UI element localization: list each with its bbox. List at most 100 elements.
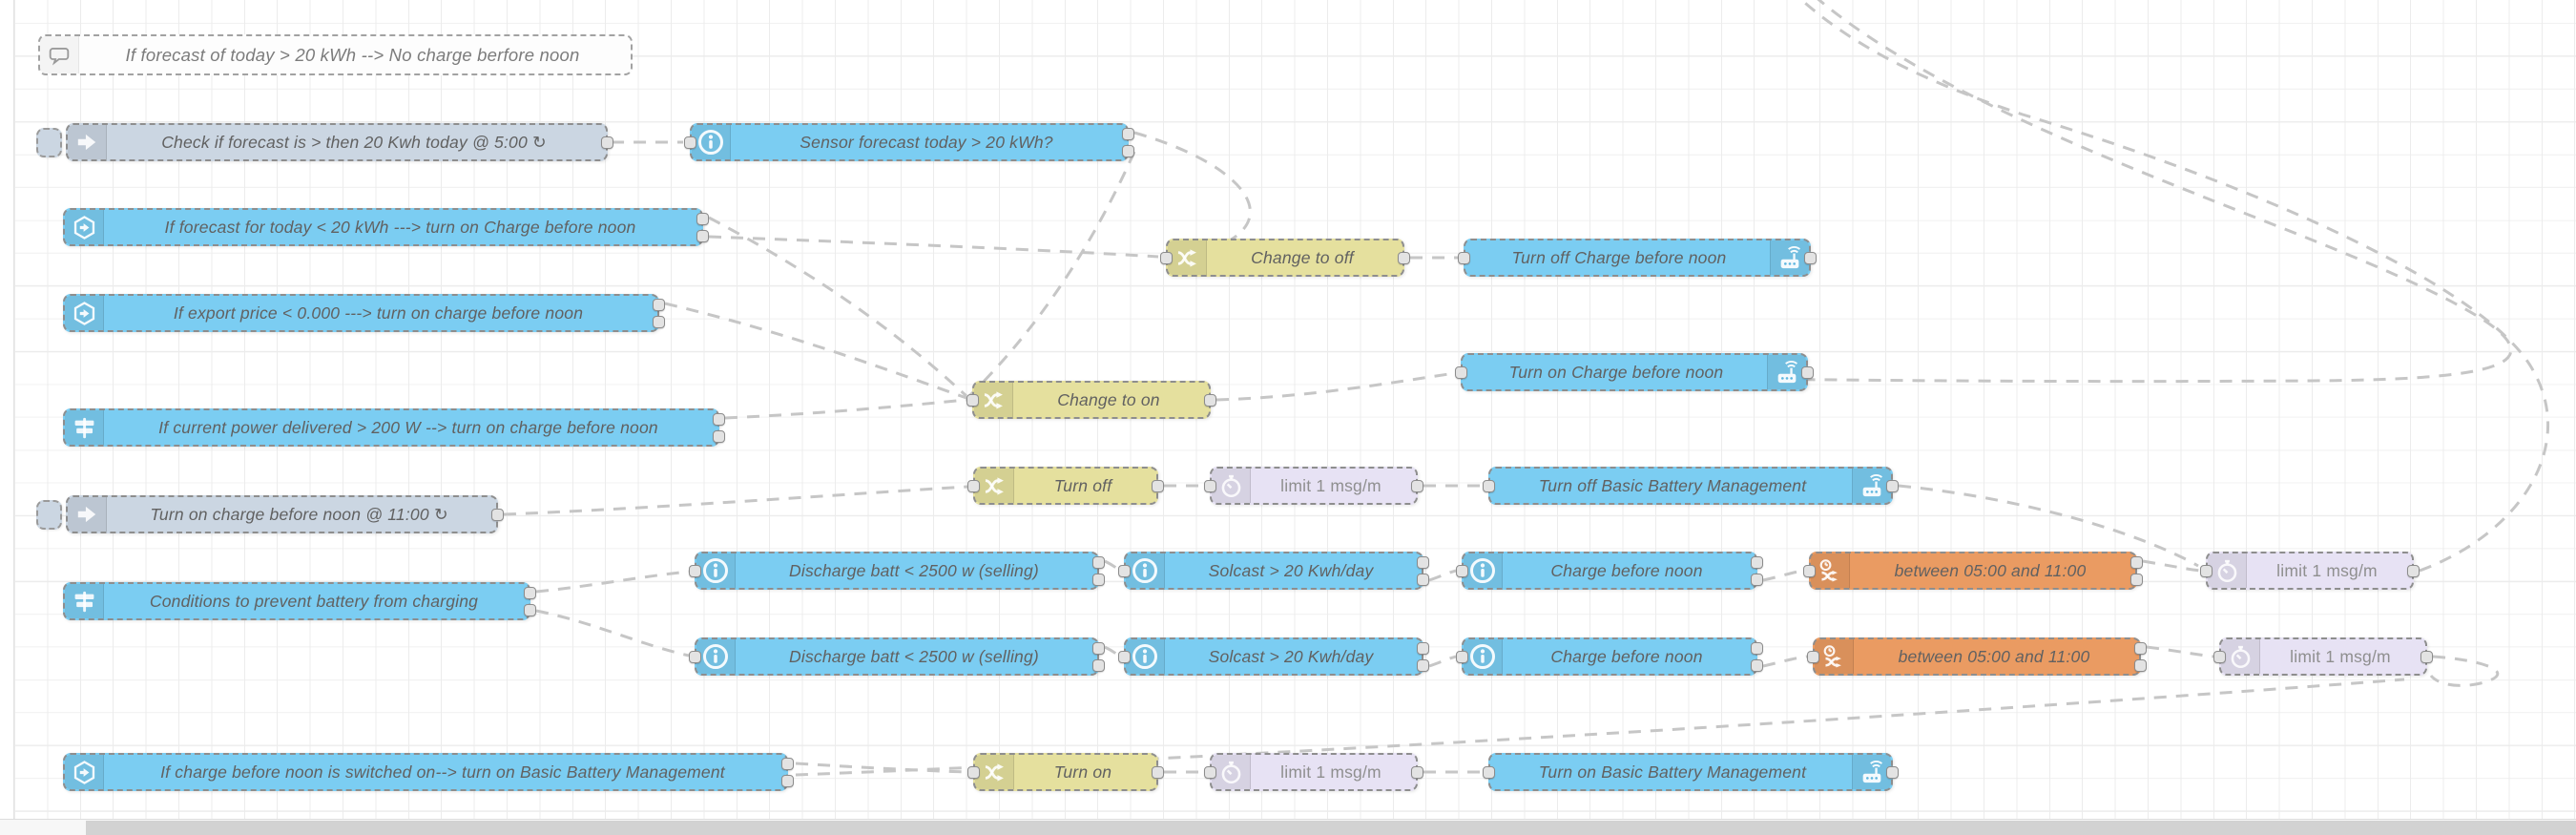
node-cbn1[interactable]: Charge before noon	[1456, 552, 1763, 590]
wire-chgon-to-svconcbn[interactable]	[1215, 371, 1456, 402]
horizontal-scrollbar-thumb[interactable]	[86, 821, 2576, 835]
wire-cond1-to-dis1[interactable]	[535, 570, 690, 594]
output-port[interactable]	[1092, 574, 1105, 586]
input-port[interactable]	[1483, 766, 1495, 779]
input-port[interactable]	[1483, 480, 1495, 492]
output-port[interactable]	[713, 413, 725, 426]
output-port[interactable]	[2134, 659, 2147, 672]
output-port[interactable]	[653, 299, 665, 311]
input-port[interactable]	[689, 565, 701, 577]
output-port[interactable]	[1152, 480, 1164, 492]
wire-svcoffbbm-to-limit2[interactable]	[1898, 484, 2199, 568]
input-port[interactable]	[1456, 565, 1468, 577]
node-trig1[interactable]: If forecast for today < 20 kWh ---> turn…	[63, 208, 709, 246]
wire-dis2-to-sol2[interactable]	[1104, 645, 1121, 658]
node-trig2[interactable]: If export price < 0.000 ---> turn on cha…	[63, 294, 665, 332]
input-port[interactable]	[1807, 651, 1819, 663]
output-port[interactable]	[1417, 574, 1429, 586]
horizontal-scrollbar-track[interactable]	[0, 819, 2576, 835]
output-port[interactable]	[1092, 642, 1105, 655]
output-port[interactable]	[2420, 651, 2433, 663]
output-port[interactable]	[524, 604, 536, 616]
output-port[interactable]	[781, 775, 794, 787]
output-port[interactable]	[1152, 766, 1164, 779]
output-port[interactable]	[696, 213, 709, 225]
output-port[interactable]	[1417, 556, 1429, 569]
node-chgturnon[interactable]: Turn on	[967, 753, 1164, 791]
node-cbn2[interactable]: Charge before noon	[1456, 637, 1763, 676]
node-sol1[interactable]: Solcast > 20 Kwh/day	[1118, 552, 1429, 590]
wire-cond1-to-dis2[interactable]	[535, 609, 690, 658]
output-port[interactable]	[1804, 252, 1817, 264]
wire-sensor1-to-chgon[interactable]	[966, 151, 1136, 399]
wire-top-loop-to-svconcbn[interactable]	[1458, 0, 2513, 384]
input-port[interactable]	[1118, 565, 1131, 577]
input-port[interactable]	[1160, 252, 1173, 264]
node-sensor1[interactable]: Sensor forecast today > 20 kWh?	[684, 123, 1134, 161]
node-chgon[interactable]: Change to on	[966, 381, 1216, 419]
output-port[interactable]	[1801, 366, 1814, 379]
node-limit1[interactable]: limit 1 msg/m	[1204, 467, 1423, 505]
node-svconcbn[interactable]: Turn on Charge before noon	[1455, 353, 1814, 391]
node-cond1[interactable]: Conditions to prevent battery from charg…	[63, 582, 536, 620]
wire-btw2-to-limit3[interactable]	[2146, 645, 2214, 658]
input-port[interactable]	[1204, 766, 1216, 779]
input-port[interactable]	[966, 394, 979, 407]
output-port[interactable]	[1122, 128, 1134, 140]
inject-button[interactable]	[36, 500, 62, 530]
input-port[interactable]	[1803, 565, 1816, 577]
input-port[interactable]	[689, 651, 701, 663]
input-port[interactable]	[2213, 651, 2226, 663]
output-port[interactable]	[601, 136, 613, 149]
wire-trig3-to-chgon[interactable]	[724, 398, 967, 420]
output-port[interactable]	[1886, 480, 1899, 492]
wire-sol2-to-cbn2[interactable]	[1428, 655, 1457, 668]
wire-limit3-to-hook[interactable]	[2429, 655, 2500, 687]
inject-button[interactable]	[36, 128, 62, 157]
output-port[interactable]	[2130, 574, 2143, 586]
input-port[interactable]	[684, 136, 696, 149]
node-chgoff[interactable]: Change to off	[1160, 239, 1410, 277]
input-port[interactable]	[1118, 651, 1131, 663]
input-port[interactable]	[1455, 366, 1467, 379]
output-port[interactable]	[1092, 659, 1105, 672]
wire-dis1-to-sol1[interactable]	[1104, 559, 1121, 573]
input-port[interactable]	[2200, 565, 2212, 577]
output-port[interactable]	[2134, 642, 2147, 655]
output-port[interactable]	[491, 509, 504, 521]
node-dis1[interactable]: Discharge batt < 2500 w (selling)	[689, 552, 1105, 590]
output-port[interactable]	[696, 230, 709, 242]
wire-cbn1-to-btw1[interactable]	[1762, 569, 1804, 582]
wire-limit2-to-top-loop[interactable]	[1797, 0, 2550, 573]
node-chgturnoff[interactable]: Turn off	[967, 467, 1164, 505]
node-trig4[interactable]: If charge before noon is switched on--> …	[63, 753, 794, 791]
wire-sol1-to-cbn1[interactable]	[1428, 569, 1457, 582]
output-port[interactable]	[1398, 252, 1410, 264]
output-port[interactable]	[1886, 766, 1899, 779]
node-inject1[interactable]: Check if forecast is > then 20 Kwh today…	[36, 123, 613, 161]
output-port[interactable]	[713, 430, 725, 443]
output-port[interactable]	[1417, 642, 1429, 655]
input-port[interactable]	[1456, 651, 1468, 663]
wire-inject2-to-chgturnoff[interactable]	[503, 485, 968, 516]
output-port[interactable]	[1751, 642, 1763, 655]
wire-trig1-to-chgoff[interactable]	[708, 235, 1159, 259]
node-btw1[interactable]: between 05:00 and 11:00	[1803, 552, 2143, 590]
node-limit2[interactable]: limit 1 msg/m	[2200, 552, 2420, 590]
wire-trig1-to-chgon[interactable]	[708, 216, 968, 398]
node-trig3[interactable]: If current power delivered > 200 W --> t…	[63, 408, 725, 447]
output-port[interactable]	[781, 758, 794, 770]
node-svcoffbbm[interactable]: Turn off Basic Battery Management	[1483, 467, 1899, 505]
node-btw2[interactable]: between 05:00 and 11:00	[1807, 637, 2147, 676]
wire-cbn2-to-btw2[interactable]	[1762, 655, 1808, 668]
node-svcoffcbn[interactable]: Turn off Charge before noon	[1458, 239, 1817, 277]
output-port[interactable]	[1751, 574, 1763, 586]
output-port[interactable]	[524, 587, 536, 599]
output-port[interactable]	[1751, 659, 1763, 672]
input-port[interactable]	[967, 480, 980, 492]
output-port[interactable]	[2130, 556, 2143, 569]
output-port[interactable]	[2407, 565, 2420, 577]
output-port[interactable]	[653, 316, 665, 328]
output-port[interactable]	[1122, 145, 1134, 157]
